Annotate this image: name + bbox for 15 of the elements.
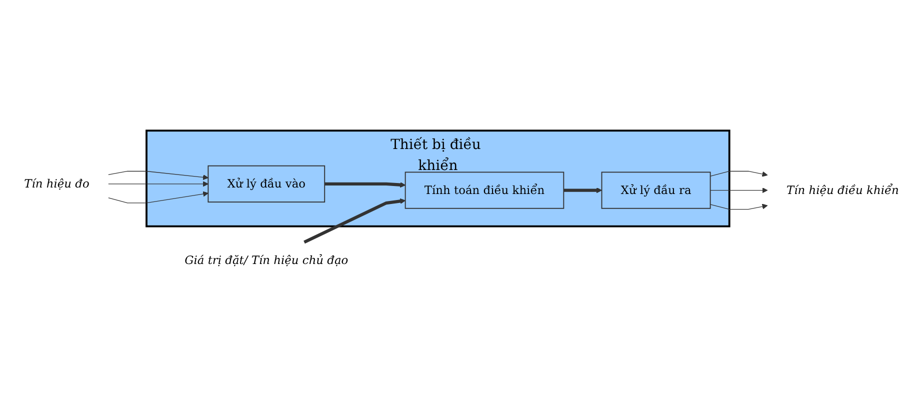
arrow (108, 170, 208, 180)
node-text: Giá trị đặt/ Tín hiệu chủ đạo (184, 254, 348, 267)
arrow (304, 198, 406, 244)
arrow (108, 181, 208, 187)
node-text: Tín hiệu đo (24, 177, 90, 191)
node-text: Tín hiệu điều khiển (786, 184, 899, 197)
arrow (564, 188, 602, 194)
arrow (710, 188, 768, 194)
node-box: Tính toán điều khiển (404, 172, 564, 209)
arrow (710, 170, 768, 177)
arrow (710, 204, 768, 210)
node-box: Xử lý đầu ra (601, 172, 711, 209)
node-box: Xử lý đầu vào (208, 165, 326, 203)
arrow (324, 182, 406, 188)
arrow (108, 191, 208, 204)
